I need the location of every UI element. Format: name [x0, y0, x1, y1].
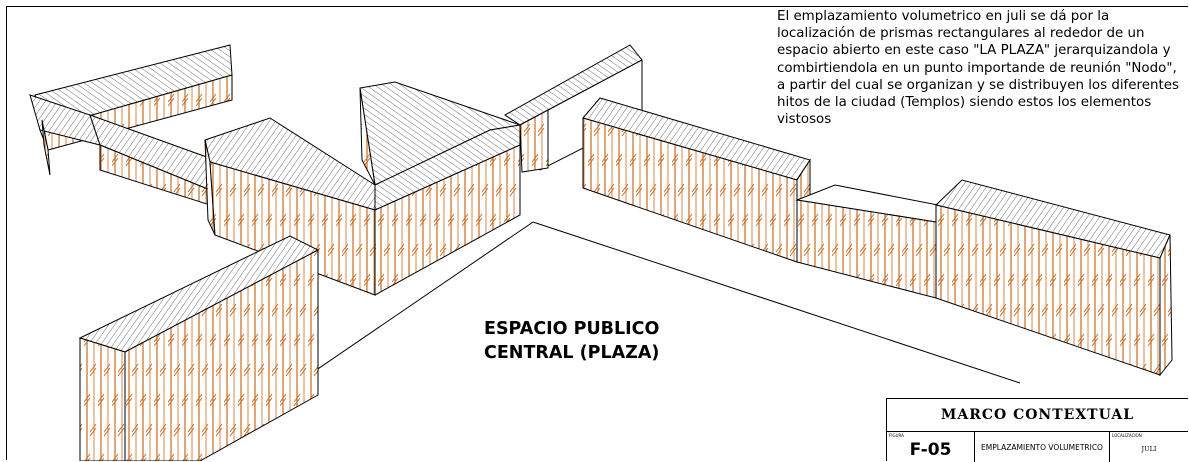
title-block: MARCO CONTEXTUAL FIGURA F-05 EMPLAZAMIEN…	[886, 398, 1188, 462]
building-center	[204, 81, 521, 296]
title-block-title: MARCO CONTEXTUAL	[887, 399, 1188, 432]
location-value: JULI	[1141, 445, 1157, 453]
figure-cell: FIGURA F-05	[887, 432, 975, 462]
figure-caption: FIGURA	[889, 433, 904, 438]
plaza-label-line-2: CENTRAL (PLAZA)	[484, 343, 660, 363]
building-front-left	[78, 235, 320, 461]
plaza-label: ESPACIO PUBLICO CENTRAL (PLAZA)	[484, 317, 659, 365]
location-caption: LOCALIZACION	[1112, 433, 1142, 438]
building-right-middle	[795, 184, 939, 299]
building-back-left	[29, 44, 233, 206]
building-connector	[504, 44, 643, 173]
plaza-label-line-1: ESPACIO PUBLICO	[484, 319, 660, 339]
building-right-long	[582, 97, 811, 263]
drawing-name: EMPLAZAMIENTO VOLUMETRICO	[975, 432, 1110, 462]
description-text: El emplazamiento volumetrico en juli se …	[777, 9, 1179, 128]
figure-number: F-05	[909, 440, 952, 460]
building-right-end	[934, 179, 1173, 377]
drawing-frame	[6, 6, 1188, 460]
location-cell: LOCALIZACION JULI	[1110, 432, 1188, 462]
